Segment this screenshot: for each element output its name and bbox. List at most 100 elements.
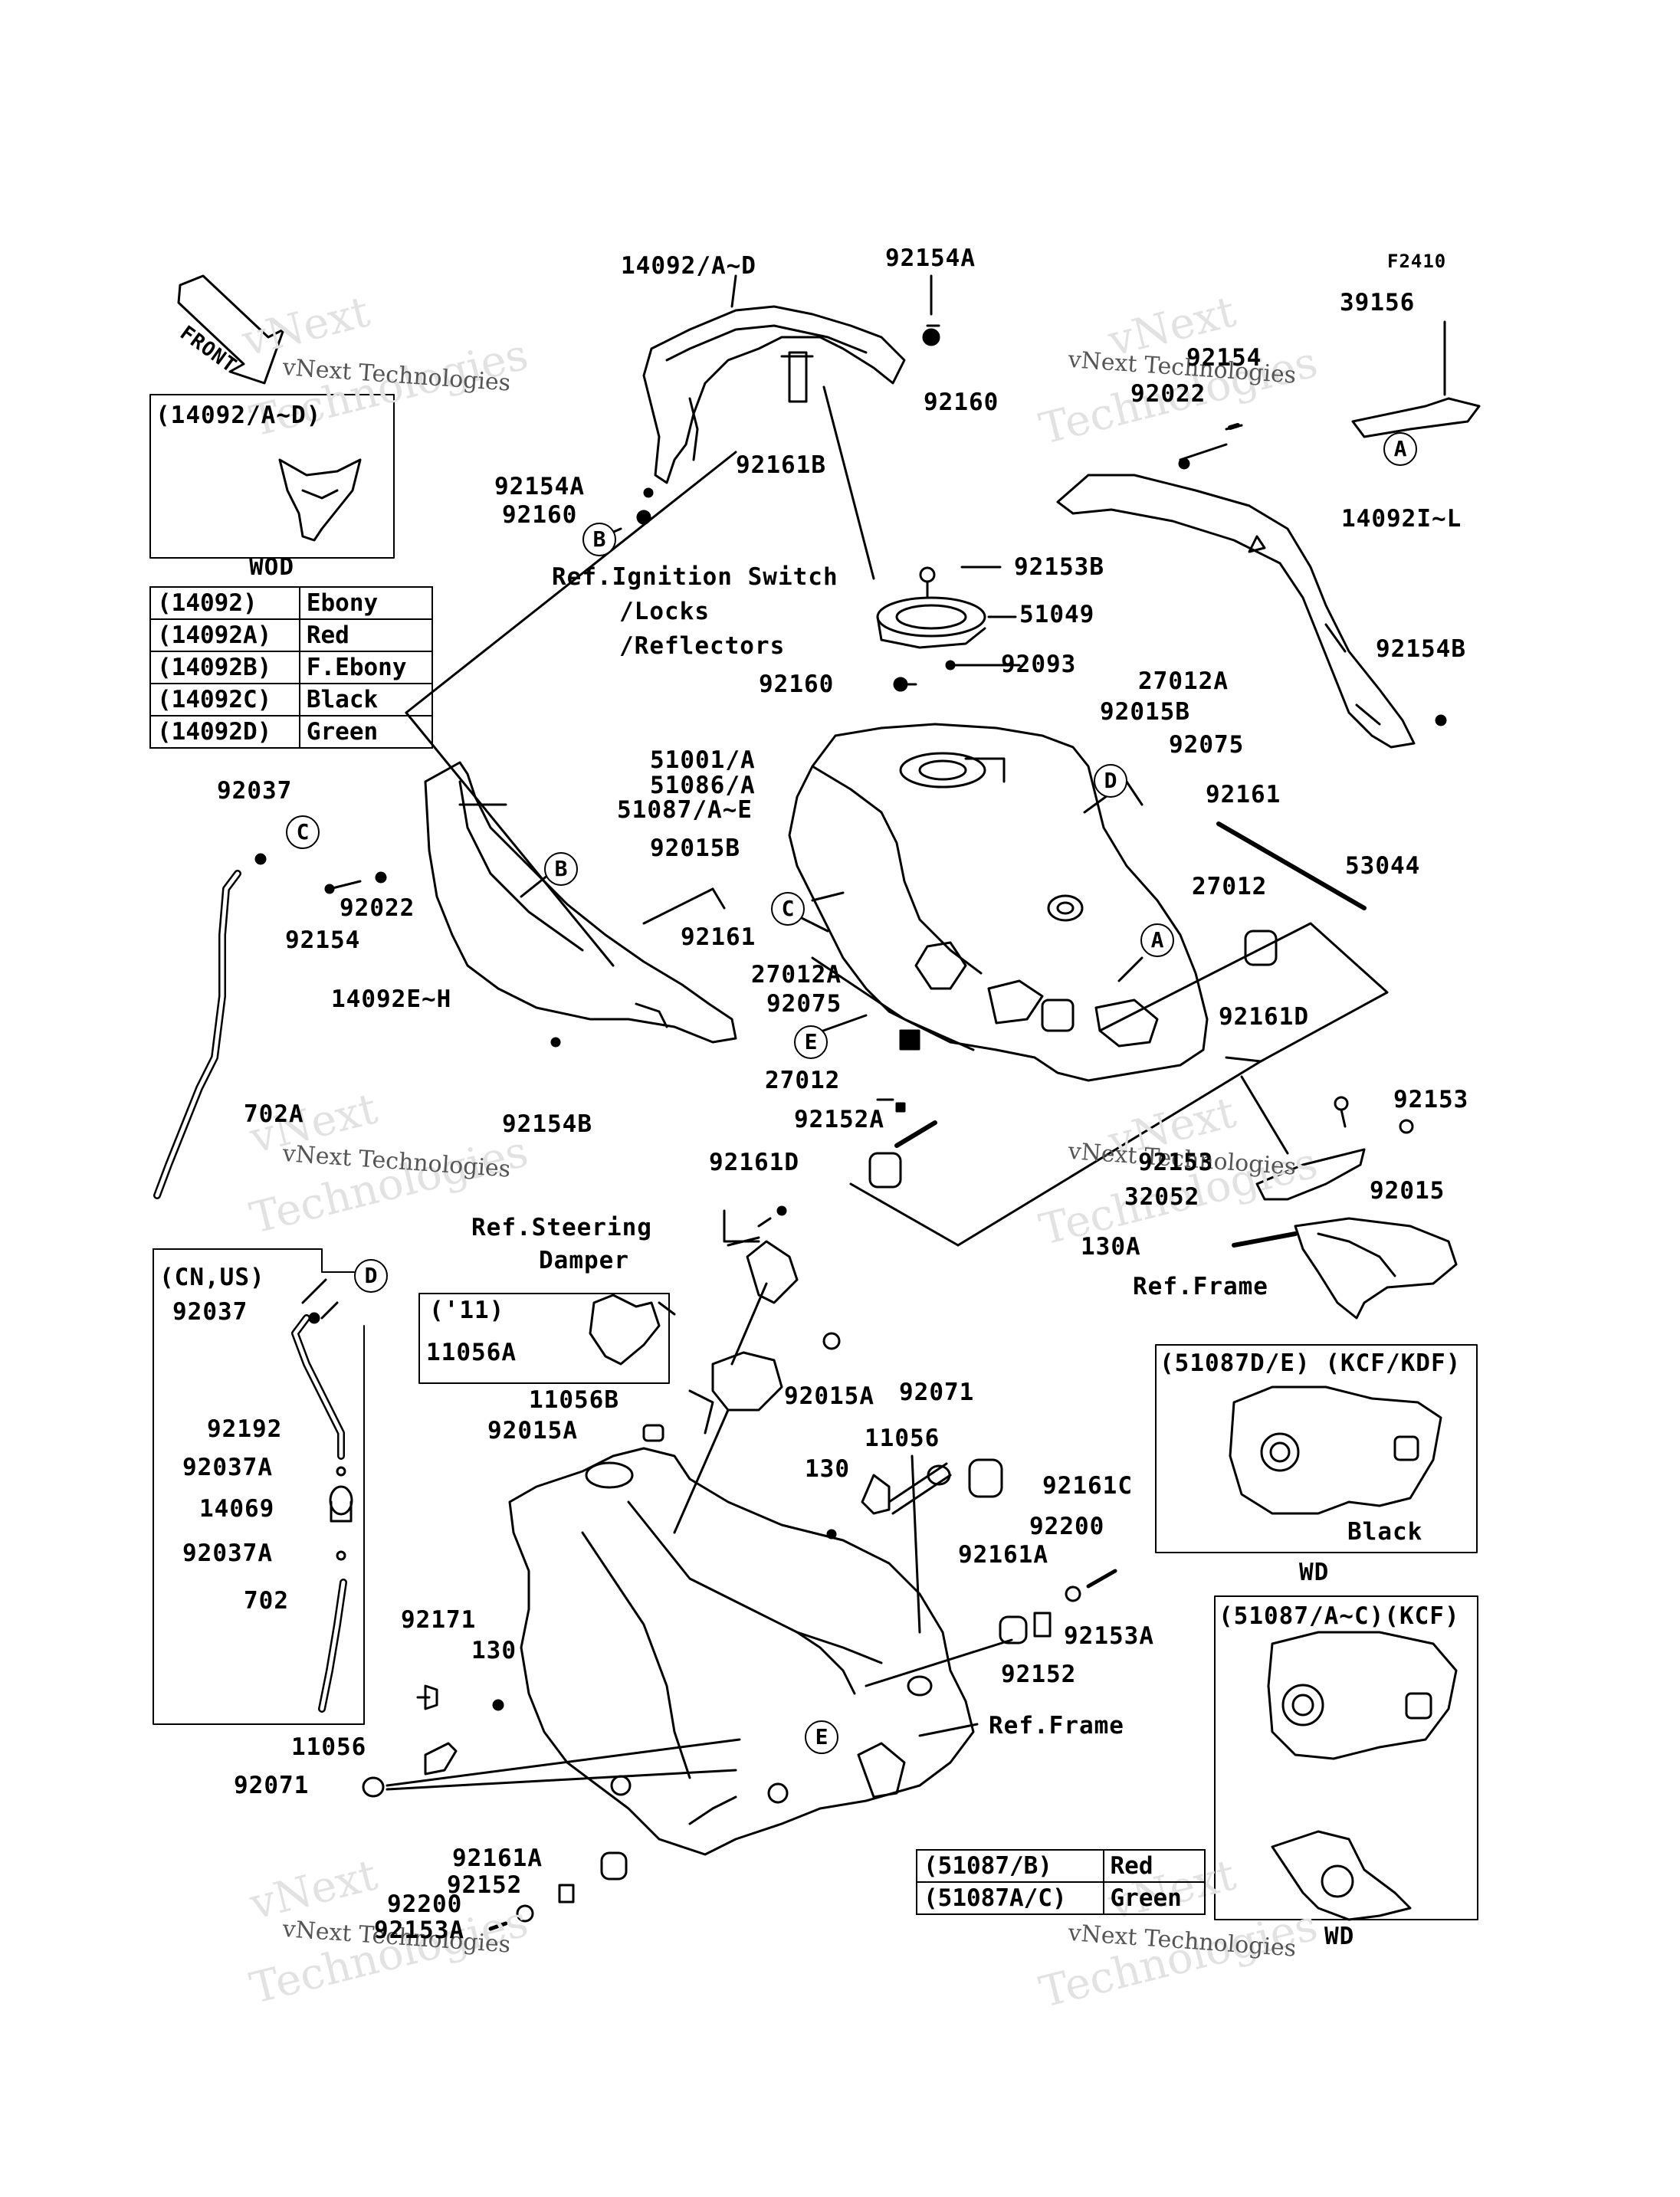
part-label: ('11) — [429, 1297, 505, 1324]
part-label: 14092/A~D — [621, 252, 756, 280]
part-label: (CN,US) — [159, 1264, 265, 1291]
part-label: 92161 — [681, 923, 756, 951]
part-label: 92015A — [784, 1382, 874, 1410]
part-label: 92015 — [1370, 1177, 1445, 1205]
part-label: 92015B — [650, 835, 740, 862]
table-cell: Red — [298, 618, 434, 652]
callout-e: E — [794, 1025, 828, 1059]
subframe-bracket — [1255, 1148, 1458, 1320]
part-label: 11056 — [865, 1425, 940, 1452]
part-label: 92022 — [1130, 380, 1206, 408]
part-label: 92161D — [709, 1149, 799, 1176]
fuel-tank — [788, 723, 1209, 1082]
part-label: /Reflectors — [619, 632, 786, 660]
hose-cn-us — [291, 1314, 353, 1713]
part-label: 92192 — [207, 1415, 283, 1443]
part-label: 92152A — [794, 1106, 884, 1133]
part-label: 14069 — [199, 1495, 275, 1523]
steering-damper-bracket — [642, 1240, 841, 1534]
inset-caption: WD — [1299, 1559, 1330, 1586]
color-table-14092: (14092)Ebony (14092A)Red (14092B)F.Ebony… — [149, 586, 434, 749]
part-label: /Locks — [619, 598, 710, 625]
table-row: (14092B)F.Ebony — [149, 651, 434, 684]
side-cover-right — [1056, 474, 1416, 749]
part-label: 51087/A~E — [617, 796, 753, 824]
part-label: 130A — [1081, 1233, 1141, 1261]
table-cell: (14092A) — [149, 618, 300, 652]
front-arrow-icon — [177, 274, 285, 385]
part-label: 51049 — [1019, 601, 1095, 628]
part-label: 92200 — [1029, 1513, 1105, 1540]
table-cell: (14092B) — [149, 651, 300, 684]
part-label: 92075 — [766, 990, 842, 1018]
table-cell: F.Ebony — [298, 651, 434, 684]
part-label: 92154B — [502, 1110, 592, 1138]
part-label: 92161C — [1042, 1472, 1133, 1500]
inset-title: (51087/A~C)(KCF) — [1219, 1602, 1460, 1630]
callout-b: B — [582, 523, 616, 556]
part-label: 92171 — [401, 1606, 477, 1634]
table-cell: Black — [298, 683, 434, 716]
figure-code: F2410 — [1387, 251, 1447, 272]
part-label: 11056A — [426, 1339, 517, 1366]
part-label: 92153 — [1393, 1086, 1469, 1113]
callout-e: E — [805, 1720, 838, 1754]
callout-d: D — [354, 1259, 388, 1293]
part-label: Damper — [539, 1247, 629, 1274]
inset-caption: WD — [1324, 1923, 1355, 1950]
part-label: 92154 — [285, 926, 361, 954]
callout-a: A — [1383, 432, 1417, 466]
table-row: (14092D)Green — [149, 715, 434, 749]
table-cell: (14092D) — [149, 715, 300, 749]
part-label: 92153B — [1014, 553, 1104, 581]
part-label: 92015B — [1100, 698, 1190, 726]
part-label: Ref.Steering — [471, 1214, 652, 1241]
table-cell: (51087A/C) — [916, 1881, 1104, 1915]
part-label: 130 — [471, 1637, 517, 1664]
table-cell: (14092) — [149, 586, 300, 620]
part-label: 51086/A — [650, 772, 756, 799]
part-label: 92160 — [502, 501, 578, 529]
part-label: 92037A — [182, 1540, 273, 1567]
part-label: 92154B — [1376, 635, 1466, 663]
part-label: 92022 — [340, 894, 415, 922]
part-label: 92037 — [217, 777, 293, 805]
color-table-51087: (51087/B)Red (51087A/C)Green — [916, 1849, 1206, 1915]
part-label: 92160 — [759, 671, 835, 698]
part-label: 92154A — [885, 244, 976, 272]
part-label: 92037A — [182, 1454, 273, 1481]
tank-inset-kcf — [1267, 1631, 1458, 1921]
part-label: 92161A — [958, 1541, 1048, 1569]
part-label: Ref.Ignition Switch — [552, 563, 838, 591]
table-cell: Ebony — [298, 586, 434, 620]
tank-inset-kcf-kdf — [1229, 1385, 1442, 1515]
part-label: 92152 — [447, 1871, 523, 1899]
hose-702a — [153, 870, 241, 1199]
part-label: 14092E~H — [331, 985, 452, 1013]
part-label: 92153 — [1138, 1149, 1214, 1176]
inset-caption: WOD — [249, 553, 294, 581]
part-label: 92093 — [1001, 651, 1077, 678]
table-row: (51087/B)Red — [916, 1849, 1206, 1883]
table-row: (51087A/C)Green — [916, 1881, 1206, 1915]
part-label: 53044 — [1345, 852, 1421, 880]
side-cover-left — [424, 761, 737, 1044]
part-label: 92161A — [452, 1844, 543, 1872]
part-label: 92071 — [899, 1379, 975, 1406]
part-label: 14092I~L — [1341, 505, 1462, 533]
table-cell: (14092C) — [149, 683, 300, 716]
part-label: 39156 — [1340, 289, 1416, 316]
part-label: 92161D — [1219, 1003, 1309, 1031]
callout-b: B — [544, 852, 578, 886]
bracket-11056a — [589, 1294, 661, 1366]
part-label: 92152 — [1001, 1661, 1077, 1688]
callout-a: A — [1140, 923, 1174, 957]
table-row: (14092C)Black — [149, 683, 434, 716]
part-label: 27012 — [765, 1067, 841, 1094]
callout-c: C — [771, 892, 805, 926]
part-label: 92154 — [1186, 344, 1262, 372]
part-label: 92153A — [374, 1917, 464, 1944]
part-label: 92075 — [1169, 731, 1245, 759]
cowl-inset — [278, 458, 362, 542]
